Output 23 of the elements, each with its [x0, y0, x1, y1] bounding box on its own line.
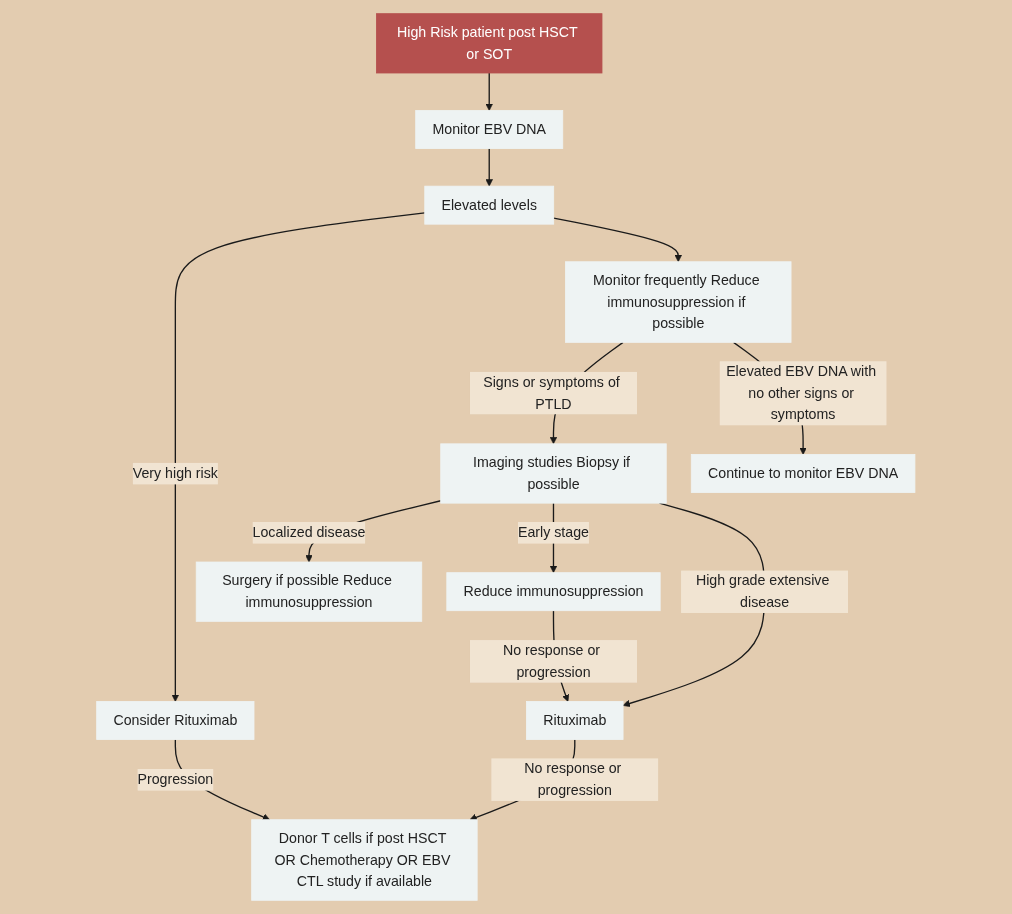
edge-label: High grade extensive disease — [696, 572, 830, 611]
edge-label: No response or progression — [503, 642, 601, 680]
edge-label: Localized disease — [252, 524, 366, 541]
arrow — [485, 147, 494, 187]
node-box: Consider Rituximab — [96, 701, 255, 740]
node-box: High Risk patient post HSCT or SOT — [376, 13, 603, 74]
edge-label: No response or progression — [524, 760, 622, 798]
node-box: Monitor frequently Reduce immunosuppression if possible — [565, 261, 792, 343]
edge-label: Elevated EBV DNA with no other signs or symptoms — [726, 363, 877, 423]
arrow — [485, 72, 494, 111]
arrow — [553, 217, 683, 263]
node-box: Surgery if possible Reduce immunosuppression — [196, 561, 423, 622]
node-box: Rituximab — [526, 701, 624, 740]
edge-label: Signs or symptoms of PTLD — [483, 374, 620, 412]
node-box: Monitor EBV DNA — [415, 110, 564, 149]
edge-label: Very high risk — [132, 465, 219, 482]
edge-label: Progression — [137, 771, 214, 788]
node-box: Elevated levels — [424, 185, 555, 225]
node-box: Imaging studies Biopsy if possible — [440, 443, 667, 504]
node-box: Continue to monitor EBV DNA — [691, 454, 916, 493]
node-box: Donor T cells if post HSCT OR Chemotherapy OR EBV CTL study if available — [251, 819, 478, 901]
edge-label: Early stage — [518, 524, 590, 541]
node-box: Reduce immunosuppression — [446, 572, 661, 612]
